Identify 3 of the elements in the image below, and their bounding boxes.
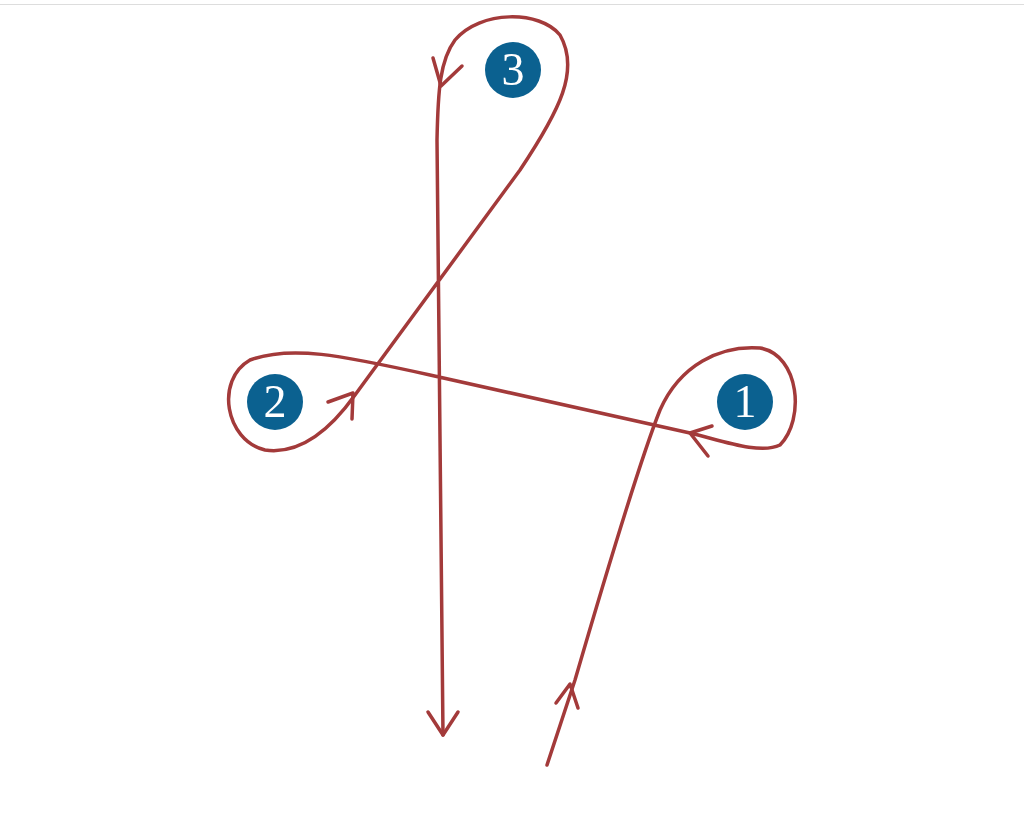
- callout-number: 2: [247, 374, 303, 430]
- callout-number: 3: [485, 42, 541, 98]
- callout-number: 1: [717, 374, 773, 430]
